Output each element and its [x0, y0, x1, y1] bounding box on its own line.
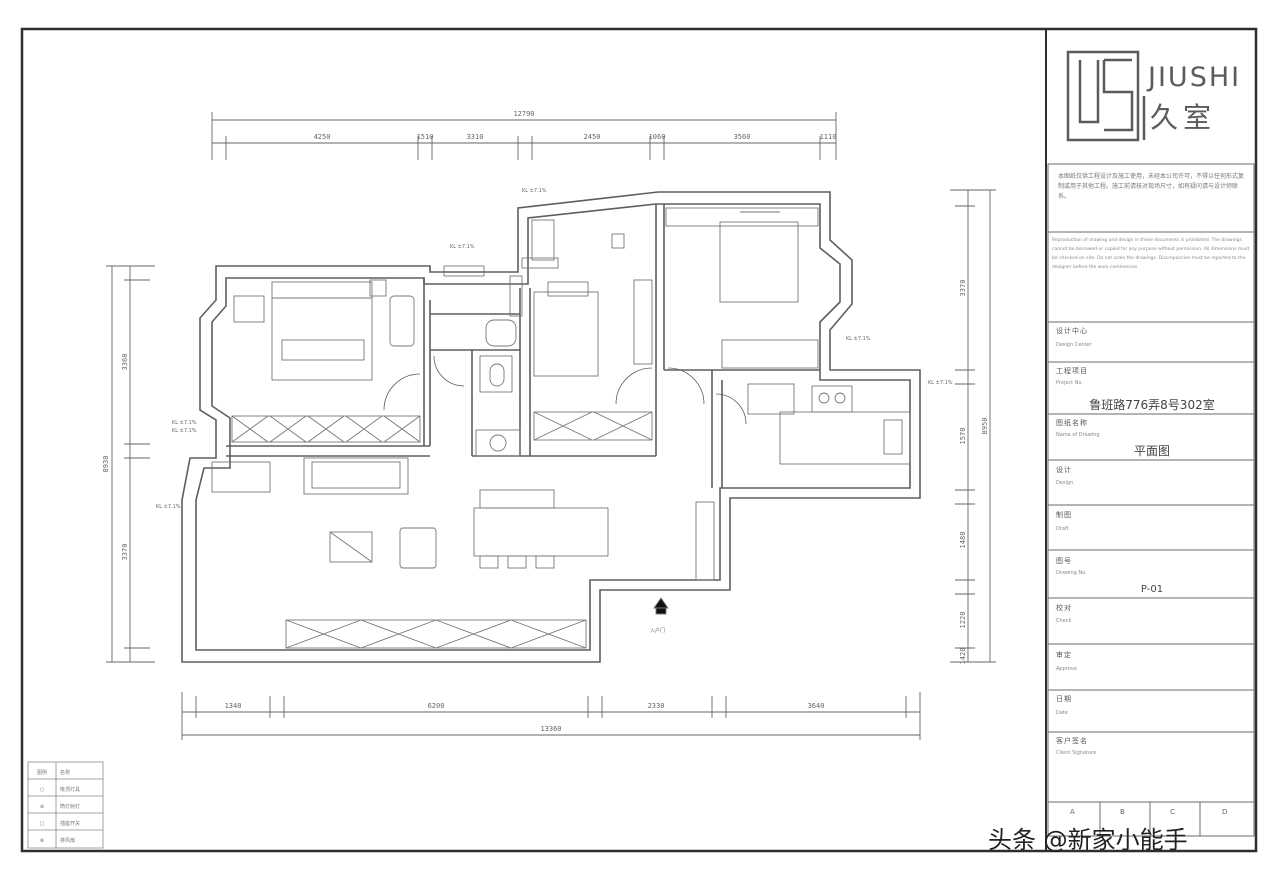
legend-text: 排风扇 [60, 837, 75, 844]
date-sub: Date [1056, 710, 1068, 716]
legend-text: 筒灯射灯 [60, 803, 80, 810]
legend-text: 名称 [60, 769, 70, 776]
client-signature-label: 客户签名 [1056, 737, 1088, 745]
legend-text: 吸顶灯具 [60, 786, 80, 793]
dimension-lines [106, 112, 996, 740]
project-sub: Project No. [1056, 380, 1083, 386]
dim-right: 1480 [959, 532, 967, 549]
draft-label: 制图 [1056, 511, 1072, 519]
dim-right: 1420 [959, 648, 967, 665]
level-label: KL ±7.1% [846, 336, 871, 342]
legend-symbol: ○ [40, 787, 44, 793]
copyright-notice-en: Reproduction of drawing and design in th… [1052, 238, 1250, 270]
dim-bottom: 2330 [648, 702, 665, 710]
brand-name-en: JIUSHI [1148, 62, 1242, 93]
drawing-name-sub: Name of Drawing [1056, 432, 1100, 438]
approve-sub: Approve [1056, 666, 1077, 672]
legend-table [27, 761, 104, 849]
level-label: KL ±7.1% [172, 420, 197, 426]
dim-top: 2450 [584, 133, 601, 141]
drawing-name-value: 平面图 [1133, 444, 1170, 458]
legend-text: 插座开关 [60, 820, 80, 827]
dim-top: 1110 [820, 133, 837, 141]
furniture [211, 207, 911, 649]
drawing-number-label: 图号 [1056, 557, 1072, 565]
design-sub: Design [1056, 480, 1074, 486]
dim-top: 3560 [734, 133, 751, 141]
legend-entries: 图例 名称 ○ 吸顶灯具 ⊕ 筒灯射灯 □ 插座开关 ⊗ 排风扇 [37, 769, 80, 844]
dim-top: 1510 [417, 133, 434, 141]
legend-symbol: ⊕ [40, 804, 44, 810]
dim-top: 12790 [513, 110, 534, 118]
level-label: KL ±7.1% [156, 504, 181, 510]
title-block-grid [1047, 163, 1255, 837]
legend-symbol: □ [40, 821, 45, 827]
dim-bottom: 1340 [225, 702, 242, 710]
js-logo [1066, 50, 1146, 142]
brand-name-cn: 久室 [1150, 101, 1217, 134]
dim-bottom: 6200 [428, 702, 445, 710]
plan-labels: KL ±7.1% KL ±7.1% KL ±7.1% KL ±7.1% KL ±… [156, 188, 953, 634]
dim-top: 1060 [649, 133, 666, 141]
dim-left: 3370 [121, 544, 129, 561]
level-label: KL ±7.1% [172, 428, 197, 434]
dim-right: 8950 [981, 418, 989, 435]
level-label: KL ±7.1% [522, 188, 547, 194]
copyright-notice-cn: 本图纸仅供工程设计及施工使用，未经本公司许可，不得以任何形式复制或用于其他工程。… [1058, 173, 1245, 200]
check-label: 校对 [1056, 604, 1072, 612]
design-label: 设计 [1056, 466, 1072, 474]
legend-symbol: 图例 [37, 769, 47, 776]
dim-bottom: 13360 [540, 725, 561, 733]
level-label: KL ±7.1% [450, 244, 475, 250]
drawing-number-sub: Drawing No. [1056, 570, 1087, 576]
floor-plan-walls [181, 191, 921, 663]
sign-cell-a: A [1070, 808, 1075, 816]
dim-bottom: 3640 [808, 702, 825, 710]
project-label: 工程项目 [1056, 367, 1088, 375]
draft-sub: Draft [1056, 526, 1069, 532]
sheet-border [20, 27, 1258, 853]
dim-right: 1220 [959, 612, 967, 629]
drawing-number-value: P-01 [1140, 584, 1164, 595]
bed-left [271, 281, 373, 381]
sign-cell-b: B [1120, 808, 1125, 816]
dim-left: 8930 [102, 456, 110, 473]
level-label: KL ±7.1% [928, 380, 953, 386]
dimension-values: 12790 4250 1510 3310 2450 1060 3560 1110 13360 13… [102, 110, 989, 733]
check-sub: Check [1056, 618, 1072, 624]
approve-label: 审定 [1056, 651, 1072, 659]
sign-cell-c: C [1170, 808, 1175, 816]
design-center-sub: Design Center [1056, 342, 1092, 348]
sign-cell-d: D [1222, 808, 1228, 816]
dim-left: 3360 [121, 354, 129, 371]
dim-top: 3310 [467, 133, 484, 141]
client-signature-sub: Client Signature [1056, 750, 1097, 756]
design-center-label: 设计中心 [1056, 327, 1088, 335]
dim-top: 4250 [314, 133, 331, 141]
watermark: 头条 @新家小能手 [988, 826, 1188, 854]
dim-right: 1570 [959, 428, 967, 445]
entrance-label: 入户门 [650, 627, 665, 634]
legend-symbol: ⊗ [40, 838, 44, 844]
dim-right: 3370 [959, 280, 967, 297]
project-value: 鲁班路776弄8号302室 [1089, 398, 1215, 412]
drawing-name-label: 图纸名称 [1056, 419, 1088, 427]
entrance-arrow-icon [653, 597, 669, 609]
date-label: 日期 [1056, 695, 1072, 703]
